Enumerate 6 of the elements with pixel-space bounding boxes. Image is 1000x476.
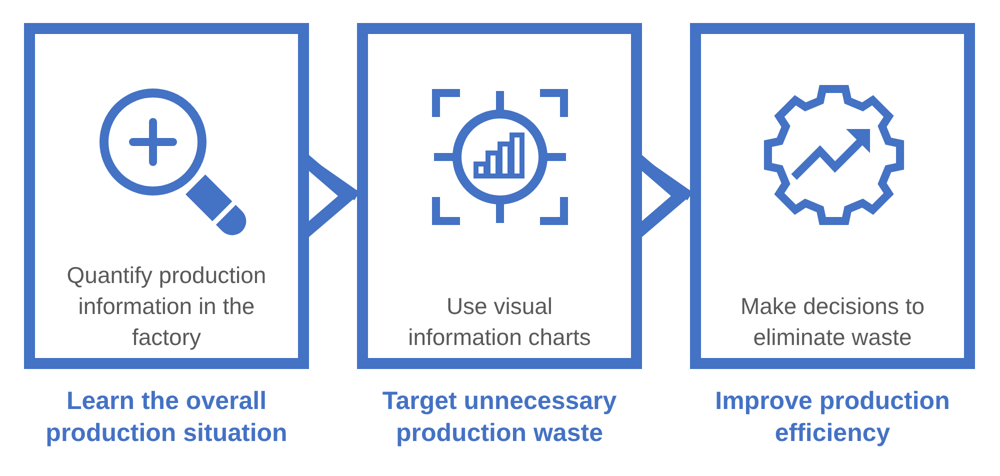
step-heading: Improve production efficiency [714,386,951,449]
step-description: Make decisions to eliminate waste [739,292,926,352]
step-description: Use visual information charts [407,292,592,352]
step-description: Quantify production information in the factory [66,261,268,352]
step-heading: Target unnecessary production waste [381,386,618,449]
step-heading: Learn the overall production situation [44,386,288,449]
